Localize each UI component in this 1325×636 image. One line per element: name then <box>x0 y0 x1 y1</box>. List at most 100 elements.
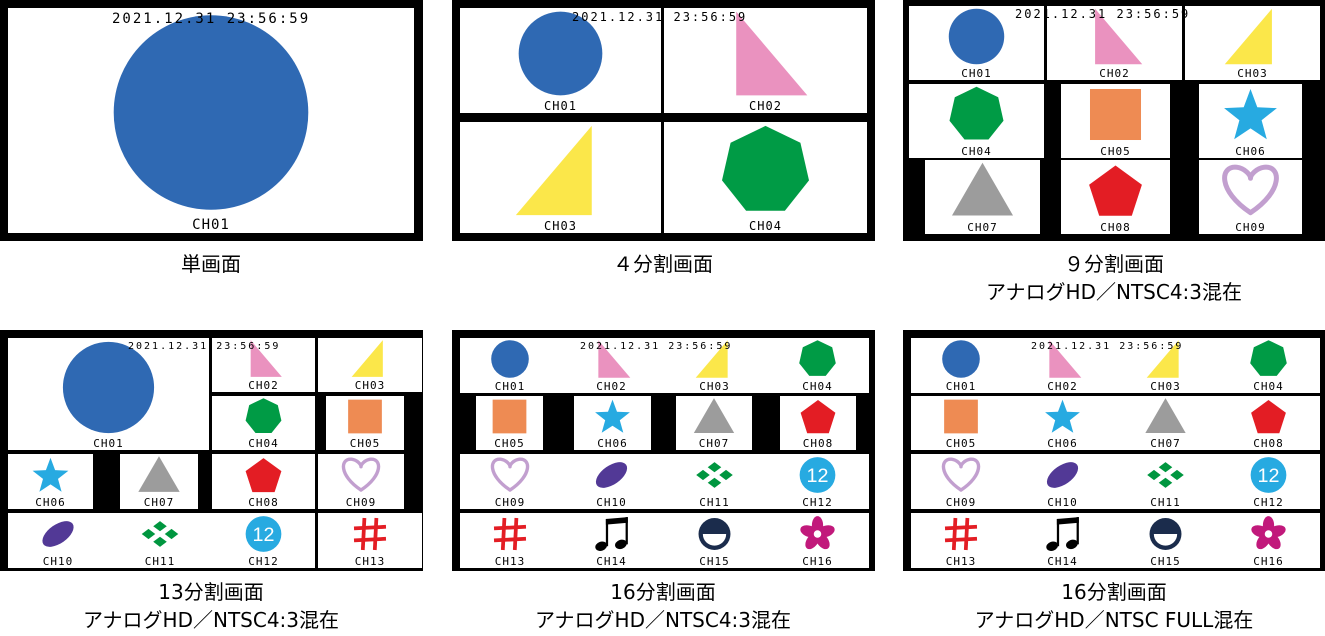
timestamp-overlay: 2021.12.31 23:56:59 <box>128 341 281 352</box>
channel-number-text: 12 <box>253 524 275 546</box>
channel-cell-ch05: CH05 <box>911 396 1011 450</box>
channel-graphic <box>941 457 981 492</box>
channel-graphic <box>245 458 282 493</box>
channel-cell-ch01: CH01 <box>460 338 560 393</box>
channel-graphic <box>515 125 592 216</box>
channel-cell-ch13: CH13 <box>318 513 422 568</box>
channel-label: CH16 <box>1253 555 1284 568</box>
ellipse-shape <box>1046 462 1079 488</box>
channel-number-text: 12 <box>1258 465 1280 487</box>
channel-label: CH02 <box>1047 380 1078 393</box>
channel-label: CH08 <box>802 437 834 450</box>
channel-graphic <box>598 340 631 378</box>
channel-cell-ch03: CH03 <box>1185 6 1320 80</box>
caption-thirteen: 13分割画面アナログHD／NTSC4:3混在 <box>11 578 411 634</box>
channel-graphic <box>736 11 808 96</box>
channel-graphic <box>1149 518 1182 550</box>
channel-cell-ch05: CH05 <box>476 396 543 450</box>
triangle-shape <box>1145 398 1186 433</box>
heart-shape <box>341 457 381 492</box>
channel-label: CH02 <box>749 99 782 113</box>
channel-label: CH04 <box>802 380 833 393</box>
channel-label: CH12 <box>802 496 833 509</box>
right-triangle-shape <box>598 340 631 378</box>
channel-cell-ch14: CH14 <box>1011 513 1114 568</box>
caption-subtitle: アナログHD／NTSC4:3混在 <box>534 608 792 632</box>
channel-cell-ch09: CH09 <box>460 454 560 509</box>
channel-cell-ch06: CH06 <box>1011 396 1114 450</box>
caption-subtitle: アナログHD／NTSC FULL混在 <box>974 608 1254 632</box>
channel-label: CH11 <box>699 496 730 509</box>
heptagon-shape <box>799 340 836 376</box>
channel-graphic <box>341 457 381 492</box>
triangle-shape <box>951 162 1014 216</box>
channel-cell-ch09: CH09 <box>318 454 404 509</box>
half-circle-shape <box>698 518 731 550</box>
channel-cell-ch08: CH08 <box>1061 160 1170 234</box>
channel-label: CH10 <box>42 555 74 568</box>
channel-cell-ch10: CH10 <box>1011 454 1114 509</box>
channel-label: CH07 <box>1150 437 1181 450</box>
channel-label: CH05 <box>945 437 977 450</box>
music-note-shape <box>1046 517 1079 551</box>
channel-cell-ch01: CH01 <box>911 338 1011 393</box>
channel-graphic <box>1046 517 1079 551</box>
channel-cell-ch06: CH06 <box>574 396 651 450</box>
channel-graphic <box>1095 8 1143 65</box>
caption-nine: ９分割画面アナログHD／NTSC4:3混在 <box>914 250 1314 306</box>
channel-graphic <box>32 457 69 492</box>
square-shape <box>348 399 382 434</box>
circle-shape <box>113 15 309 210</box>
channel-graphic: 12 <box>1250 457 1287 493</box>
channel-graphic <box>948 8 1005 65</box>
channel-cell-ch13: CH13 <box>460 513 560 568</box>
ellipse-shape <box>595 462 628 488</box>
heart-shape <box>490 457 530 492</box>
caption-sixteen-43: 16分割画面アナログHD／NTSC4:3混在 <box>463 578 863 634</box>
heptagon-shape <box>245 398 282 433</box>
channel-graphic <box>518 11 603 96</box>
left-triangle-shape <box>1224 8 1272 65</box>
channel-graphic <box>250 340 282 377</box>
channel-cell-ch01: CH01 <box>460 8 661 113</box>
channel-cell-ch04: CH04 <box>1217 338 1320 393</box>
channel-graphic <box>944 517 978 551</box>
channel-label: CH14 <box>596 555 627 568</box>
channel-graphic <box>799 340 836 376</box>
channel-graphic <box>62 341 155 434</box>
star-shape <box>1224 89 1277 140</box>
diamonds-shape <box>141 521 179 547</box>
pentagon-shape <box>800 400 836 434</box>
channel-label: CH02 <box>596 380 627 393</box>
hash-shape <box>944 517 978 551</box>
channel-cell-ch08: CH08 <box>780 396 856 450</box>
channel-cell-ch02: CH02 <box>1047 6 1182 80</box>
channel-label: CH15 <box>699 555 730 568</box>
channel-cell-ch16: CH16 <box>766 513 869 568</box>
channel-label: CH10 <box>1047 496 1078 509</box>
channel-label: CH05 <box>1100 145 1131 158</box>
channel-graphic <box>942 340 980 378</box>
channel-cell-ch07: CH07 <box>676 396 752 450</box>
channel-cell-ch01: CH01 <box>909 6 1044 80</box>
channel-cell-ch04: CH04 <box>766 338 869 393</box>
left-triangle-shape <box>1146 340 1179 378</box>
channel-graphic <box>698 518 731 550</box>
channel-cell-ch10: CH10 <box>8 513 108 568</box>
channel-label: CH06 <box>35 496 66 509</box>
star-shape <box>32 457 69 492</box>
channel-graphic <box>351 340 383 377</box>
channel-graphic <box>696 462 733 488</box>
channel-label: CH03 <box>544 219 577 233</box>
star-shape <box>1045 399 1080 433</box>
channel-cell-ch01: CH01 <box>8 8 414 233</box>
channel-graphic: 12 <box>245 516 282 552</box>
caption-subtitle: アナログHD／NTSC4:3混在 <box>82 608 340 632</box>
channel-label: CH07 <box>967 221 998 234</box>
channel-graphic <box>492 399 527 434</box>
channel-label: CH01 <box>945 380 977 393</box>
heptagon-shape <box>949 86 1004 140</box>
